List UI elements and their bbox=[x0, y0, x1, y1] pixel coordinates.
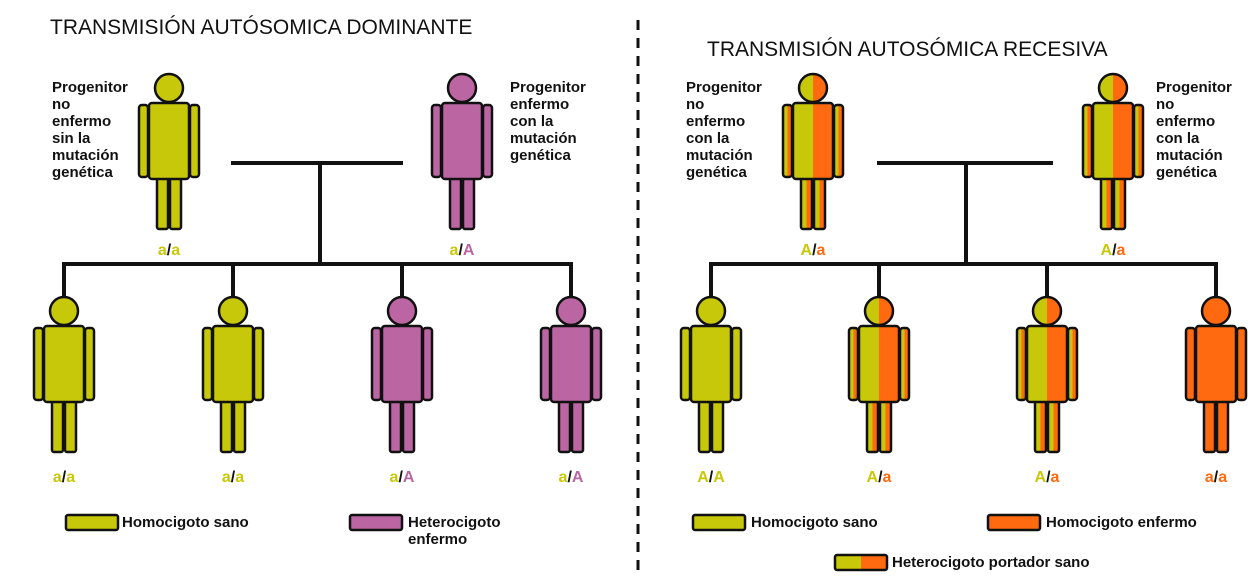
left-child-genotype-3: a/A bbox=[390, 469, 415, 486]
right-parent-genotype-1: A/a bbox=[801, 242, 826, 259]
left-child-genotype-2: a/a bbox=[222, 469, 244, 486]
right-parent-figure-2 bbox=[1081, 72, 1145, 231]
left-child-figure-2 bbox=[201, 295, 265, 454]
right-child-figure-1 bbox=[679, 295, 743, 454]
right-legend-homozygous-healthy-label: Homocigoto sano bbox=[751, 514, 878, 531]
right-parent-right-label: Progenitor no enfermo con la mutación ge… bbox=[1156, 79, 1232, 181]
left-child-figure-1 bbox=[32, 295, 96, 454]
right-child-figure-4 bbox=[1184, 295, 1248, 454]
left-parent-genotype-2: a/A bbox=[450, 242, 475, 259]
left-parent-left-label: Progenitor no enfermo sin la mutación ge… bbox=[52, 79, 128, 181]
left-parent-figure-1 bbox=[137, 72, 201, 231]
left-legend-swatch-heterozygous-affected bbox=[348, 513, 404, 532]
right-panel-title: TRANSMISIÓN AUTOSÓMICA RECESIVA bbox=[707, 38, 1108, 61]
right-pedigree-lines bbox=[709, 161, 1218, 300]
left-child-genotype-4: a/A bbox=[559, 469, 584, 486]
right-parent-figure-1 bbox=[781, 72, 845, 231]
left-child-figure-4 bbox=[539, 295, 603, 454]
left-parent-figure-2 bbox=[430, 72, 494, 231]
right-legend-heterozygous-carrier-label: Heterocigoto portador sano bbox=[892, 554, 1090, 571]
right-legend-swatch-homozygous-healthy bbox=[691, 513, 747, 532]
right-legend-homozygous-affected-label: Homocigoto enfermo bbox=[1046, 514, 1197, 531]
left-legend-homozygous-healthy-label: Homocigoto sano bbox=[122, 514, 249, 531]
left-parent-genotype-1: a/a bbox=[158, 242, 180, 259]
right-child-genotype-2: A/a bbox=[867, 469, 892, 486]
right-legend-swatch-homozygous-affected bbox=[986, 513, 1042, 532]
left-legend-swatch-homozygous-healthy bbox=[64, 513, 120, 532]
left-parent-right-label: Progenitor enfermo con la mutación genét… bbox=[510, 79, 586, 164]
right-parent-left-label: Progenitor no enfermo con la mutación ge… bbox=[686, 79, 762, 181]
right-child-genotype-4: a/a bbox=[1205, 469, 1227, 486]
right-child-figure-3 bbox=[1015, 295, 1079, 454]
left-child-genotype-1: a/a bbox=[53, 469, 75, 486]
left-panel-title: TRANSMISIÓN AUTÓSOMICA DOMINANTE bbox=[50, 16, 473, 39]
right-child-genotype-3: A/a bbox=[1035, 469, 1060, 486]
right-parent-genotype-2: A/a bbox=[1101, 242, 1126, 259]
right-child-genotype-1: A/A bbox=[697, 469, 725, 486]
right-child-figure-2 bbox=[847, 295, 911, 454]
left-legend-heterozygous-affected-label: Heterocigoto enfermo bbox=[408, 514, 501, 548]
right-legend-swatch-heterozygous-carrier bbox=[833, 553, 889, 572]
left-pedigree-lines bbox=[62, 161, 573, 300]
left-child-figure-3 bbox=[370, 295, 434, 454]
